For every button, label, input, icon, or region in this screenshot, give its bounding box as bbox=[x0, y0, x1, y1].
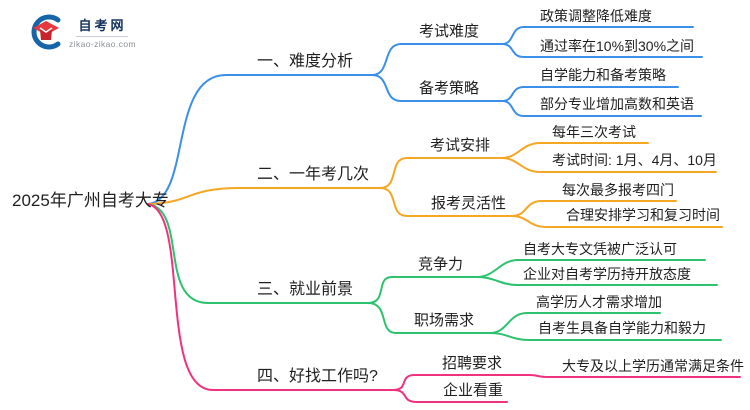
leaf-node: 自学能力和备考策略 bbox=[540, 67, 666, 83]
branch-node: 二、一年考几次 bbox=[257, 166, 370, 183]
leaf-node: 每次最多报考四门 bbox=[562, 182, 674, 198]
site-logo: 自考网 zikao-zikao.com bbox=[28, 14, 136, 50]
leaf-node: 自考大专文凭被广泛认可 bbox=[523, 241, 677, 257]
logo-title: 自考网 bbox=[78, 18, 127, 33]
leaf-node: 部分专业增加高数和英语 bbox=[540, 96, 694, 112]
subtopic-node: 备考策略 bbox=[419, 80, 480, 97]
subtopic-node: 考试安排 bbox=[430, 137, 491, 154]
branch-node: 一、难度分析 bbox=[257, 53, 354, 70]
leaf-node: 政策调整降低难度 bbox=[540, 8, 652, 24]
branch-node: 四、好找工作吗? bbox=[257, 368, 378, 385]
leaf-node: 每年三次考试 bbox=[552, 124, 636, 140]
leaf-node: 大专及以上学历通常满足条件 bbox=[562, 358, 744, 374]
leaf-node: 考试时间: 1月、4月、10月 bbox=[552, 152, 717, 168]
subtopic-node: 报考灵活性 bbox=[431, 195, 507, 212]
root-node: 2025年广州自考大专 bbox=[12, 191, 169, 210]
logo-domain: zikao-zikao.com bbox=[69, 39, 136, 49]
leaf-node: 自考生具备自学能力和毅力 bbox=[538, 320, 706, 336]
branch-node: 三、就业前景 bbox=[257, 281, 354, 298]
logo-divider bbox=[76, 36, 129, 37]
subtopic-node: 企业看重 bbox=[443, 382, 504, 399]
graduation-cap-icon bbox=[31, 14, 61, 50]
leaf-node: 企业对自考学历持开放态度 bbox=[523, 266, 691, 282]
subtopic-node: 职场需求 bbox=[414, 312, 475, 329]
subtopic-node: 招聘要求 bbox=[442, 355, 503, 372]
leaf-node: 通过率在10%到30%之间 bbox=[540, 38, 695, 54]
subtopic-node: 考试难度 bbox=[419, 23, 480, 40]
subtopic-node: 竞争力 bbox=[418, 256, 464, 273]
leaf-node: 合理安排学习和复习时间 bbox=[566, 207, 720, 223]
leaf-node: 高学历人才需求增加 bbox=[536, 294, 662, 310]
